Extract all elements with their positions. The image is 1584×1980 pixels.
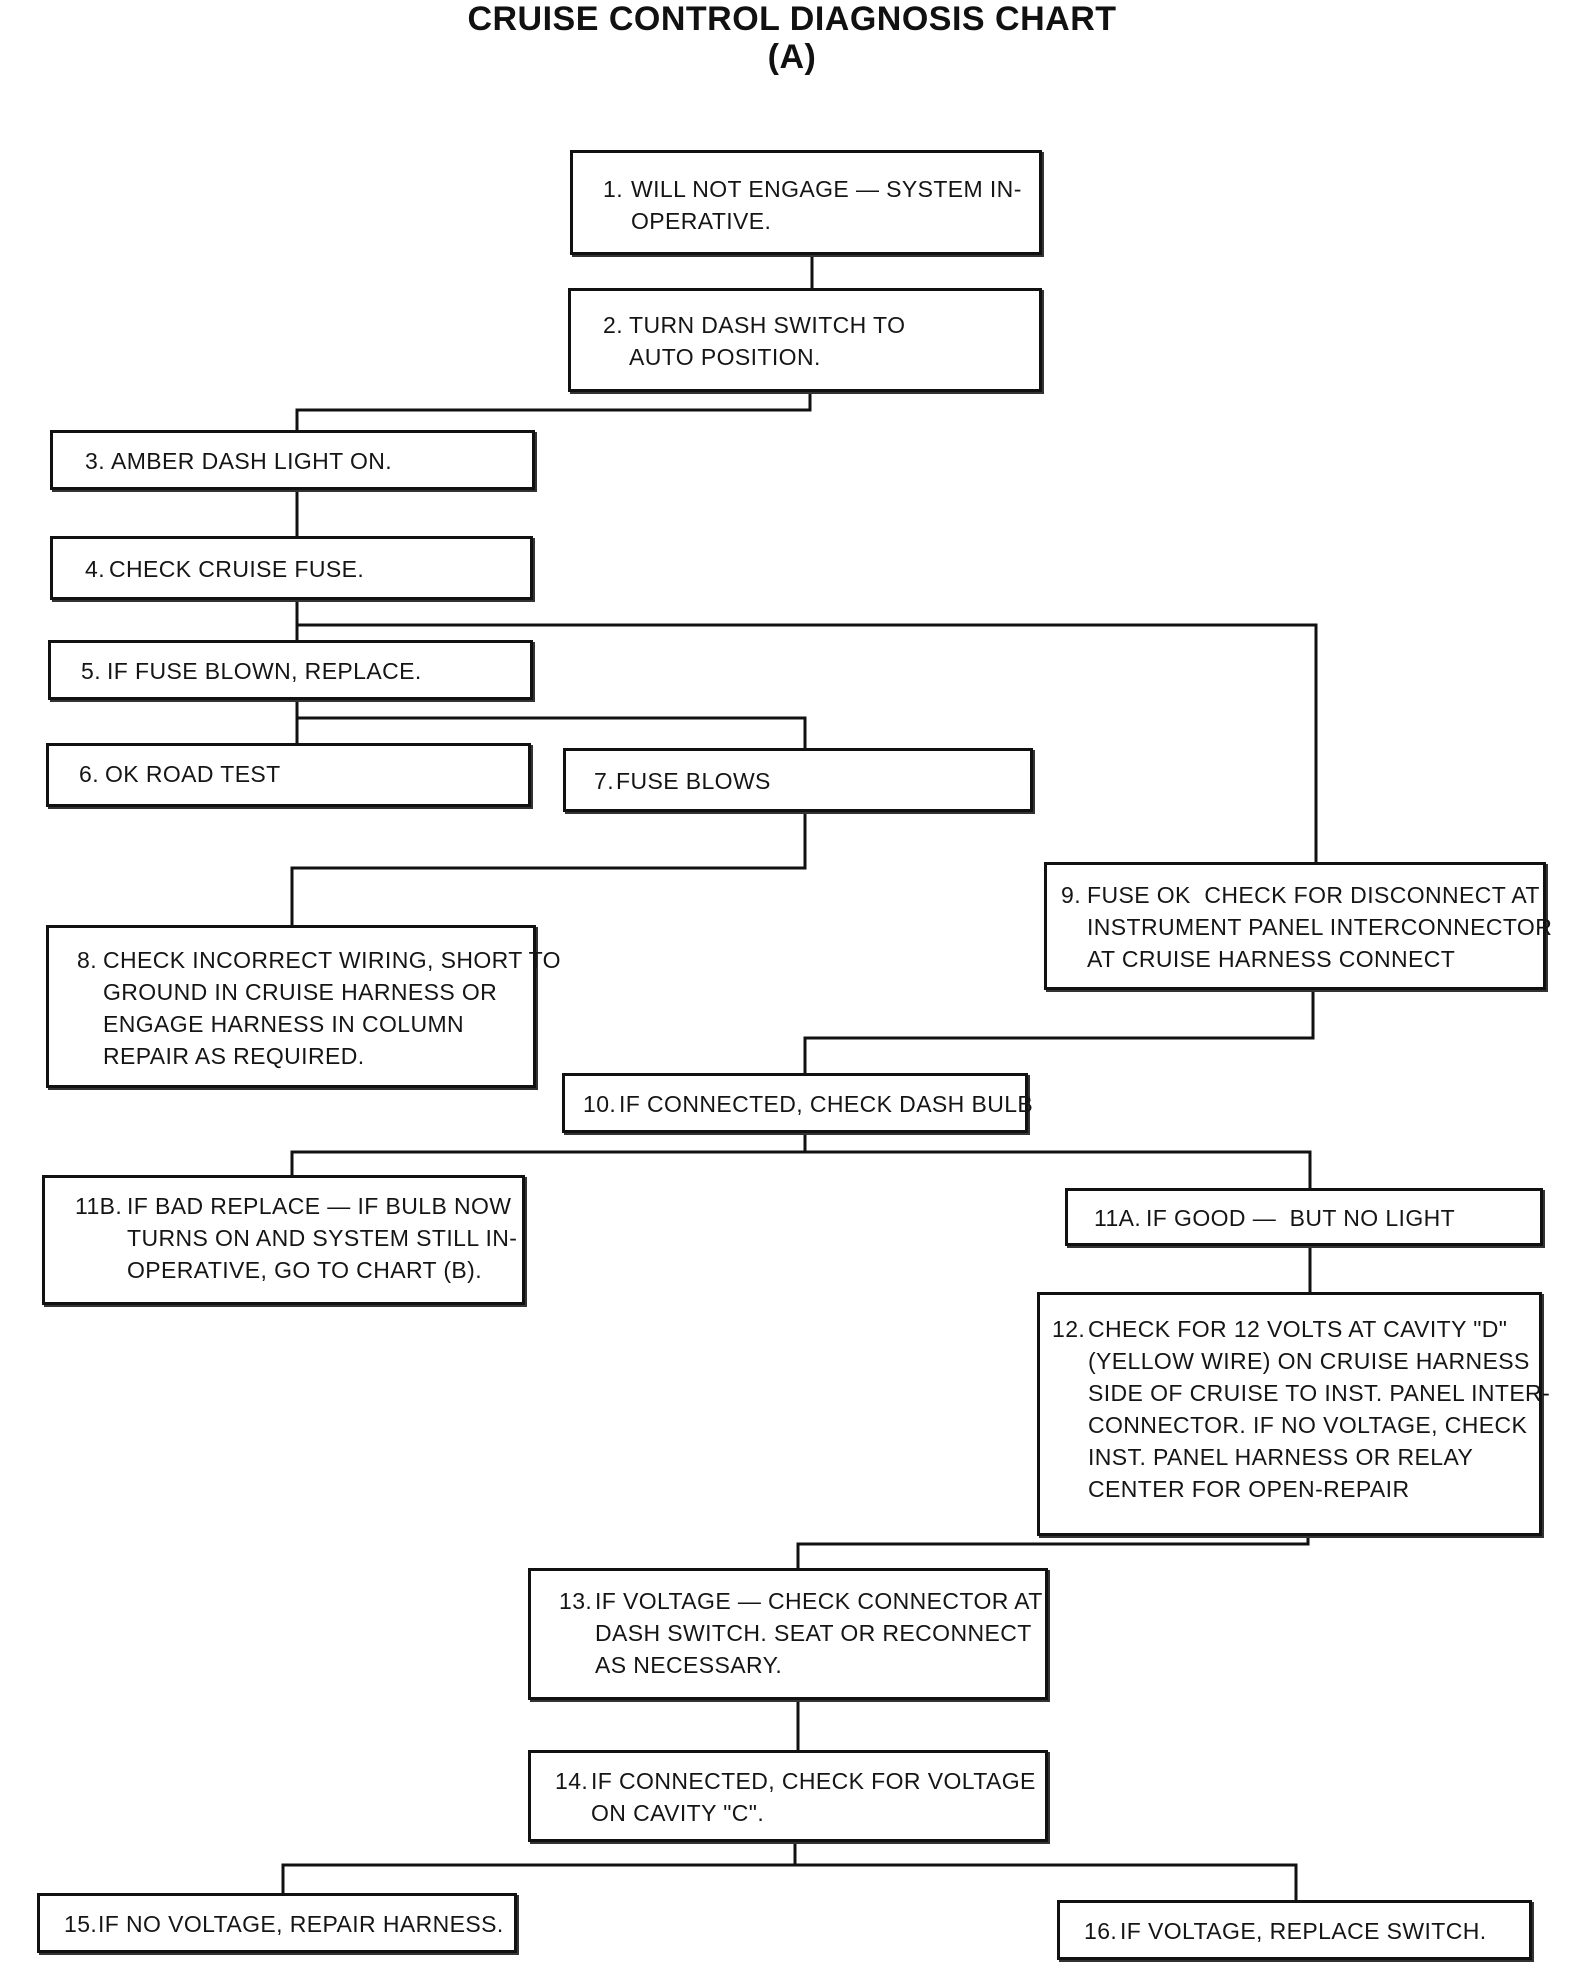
- step-1-text: WILL NOT ENGAGE — SYSTEM IN- OPERATIVE.: [631, 176, 1022, 234]
- step-6-box: 6. OK ROAD TEST: [46, 743, 531, 807]
- link-7-8: [290, 812, 807, 925]
- step-9-text: FUSE OK CHECK FOR DISCONNECT AT INSTRUME…: [1087, 882, 1553, 972]
- step-15-box: 15. IF NO VOLTAGE, REPAIR HARNESS.: [37, 1893, 517, 1953]
- step-16-number: 16.: [1084, 1918, 1118, 1944]
- link-14-15-16: [281, 1842, 1298, 1900]
- link-2-3: [295, 392, 812, 430]
- step-11a-text: IF GOOD — BUT NO LIGHT: [1146, 1205, 1456, 1231]
- step-12-box: 12. CHECK FOR 12 VOLTS AT CAVITY "D" (YE…: [1037, 1292, 1551, 1536]
- step-12-text: CHECK FOR 12 VOLTS AT CAVITY "D" (YELLOW…: [1088, 1316, 1551, 1502]
- step-8-number: 8.: [77, 947, 97, 973]
- step-14-number: 14.: [555, 1768, 589, 1794]
- step-14-text: IF CONNECTED, CHECK FOR VOLTAGE ON CAVIT…: [591, 1768, 1036, 1826]
- step-3-box: 3. AMBER DASH LIGHT ON.: [50, 430, 535, 490]
- step-15-number: 15.: [64, 1911, 98, 1937]
- step-1-box: 1. WILL NOT ENGAGE — SYSTEM IN- OPERATIV…: [570, 150, 1042, 255]
- step-9-number: 9.: [1061, 882, 1081, 908]
- step-10-text: IF CONNECTED, CHECK DASH BULB: [619, 1091, 1034, 1117]
- link-10-11: [290, 1133, 1312, 1188]
- step-8-box: 8. CHECK INCORRECT WIRING, SHORT TO GROU…: [46, 925, 561, 1088]
- step-16-text: IF VOLTAGE, REPLACE SWITCH.: [1120, 1918, 1487, 1944]
- chart-subtitle: (A): [767, 38, 817, 76]
- link-9-10: [803, 990, 1315, 1073]
- step-11a-box: 11A. IF GOOD — BUT NO LIGHT: [1065, 1188, 1543, 1246]
- step-13-box: 13. IF VOLTAGE — CHECK CONNECTOR AT DASH…: [528, 1568, 1048, 1700]
- step-5-box: 5. IF FUSE BLOWN, REPLACE.: [48, 640, 533, 700]
- link-5-7: [297, 716, 807, 748]
- link-4-9: [295, 610, 1318, 862]
- step-11a-number: 11A.: [1094, 1205, 1142, 1231]
- step-5-text: IF FUSE BLOWN, REPLACE.: [107, 658, 422, 684]
- step-15-text: IF NO VOLTAGE, REPAIR HARNESS.: [98, 1911, 504, 1937]
- step-5-number: 5.: [81, 658, 101, 684]
- step-10-box: 10. IF CONNECTED, CHECK DASH BULB: [562, 1073, 1034, 1133]
- step-2-number: 2.: [603, 312, 623, 338]
- step-12-number: 12.: [1052, 1316, 1086, 1342]
- step-1-number: 1.: [603, 176, 623, 202]
- step-11b-number: 11B.: [75, 1193, 123, 1219]
- step-2-text: TURN DASH SWITCH TO AUTO POSITION.: [629, 312, 906, 370]
- step-16-box: 16. IF VOLTAGE, REPLACE SWITCH.: [1057, 1900, 1532, 1960]
- step-11b-text: IF BAD REPLACE — IF BULB NOW TURNS ON AN…: [127, 1193, 518, 1283]
- step-14-box: 14. IF CONNECTED, CHECK FOR VOLTAGE ON C…: [528, 1750, 1048, 1842]
- step-8-text: CHECK INCORRECT WIRING, SHORT TO GROUND …: [103, 947, 561, 1069]
- step-2-box: 2. TURN DASH SWITCH TO AUTO POSITION.: [568, 288, 1042, 392]
- chart-title: CRUISE CONTROL DIAGNOSIS CHART: [467, 0, 1117, 38]
- step-4-text: CHECK CRUISE FUSE.: [109, 556, 365, 582]
- step-9-box: 9. FUSE OK CHECK FOR DISCONNECT AT INSTR…: [1044, 862, 1553, 990]
- step-6-text: OK ROAD TEST: [105, 761, 281, 787]
- step-13-number: 13.: [559, 1588, 593, 1614]
- step-7-text: FUSE BLOWS: [616, 768, 771, 794]
- step-3-number: 3.: [85, 448, 105, 474]
- step-4-number: 4.: [85, 556, 105, 582]
- step-6-number: 6.: [79, 761, 99, 787]
- link-12-13: [796, 1536, 1310, 1568]
- step-10-number: 10.: [583, 1091, 617, 1117]
- step-7-box: 7. FUSE BLOWS: [563, 748, 1033, 812]
- step-7-number: 7.: [594, 768, 614, 794]
- step-4-box: 4. CHECK CRUISE FUSE.: [50, 536, 533, 600]
- step-3-text: AMBER DASH LIGHT ON.: [111, 448, 393, 474]
- step-11b-box: 11B. IF BAD REPLACE — IF BULB NOW TURNS …: [42, 1175, 525, 1305]
- step-13-text: IF VOLTAGE — CHECK CONNECTOR AT DASH SWI…: [595, 1588, 1043, 1678]
